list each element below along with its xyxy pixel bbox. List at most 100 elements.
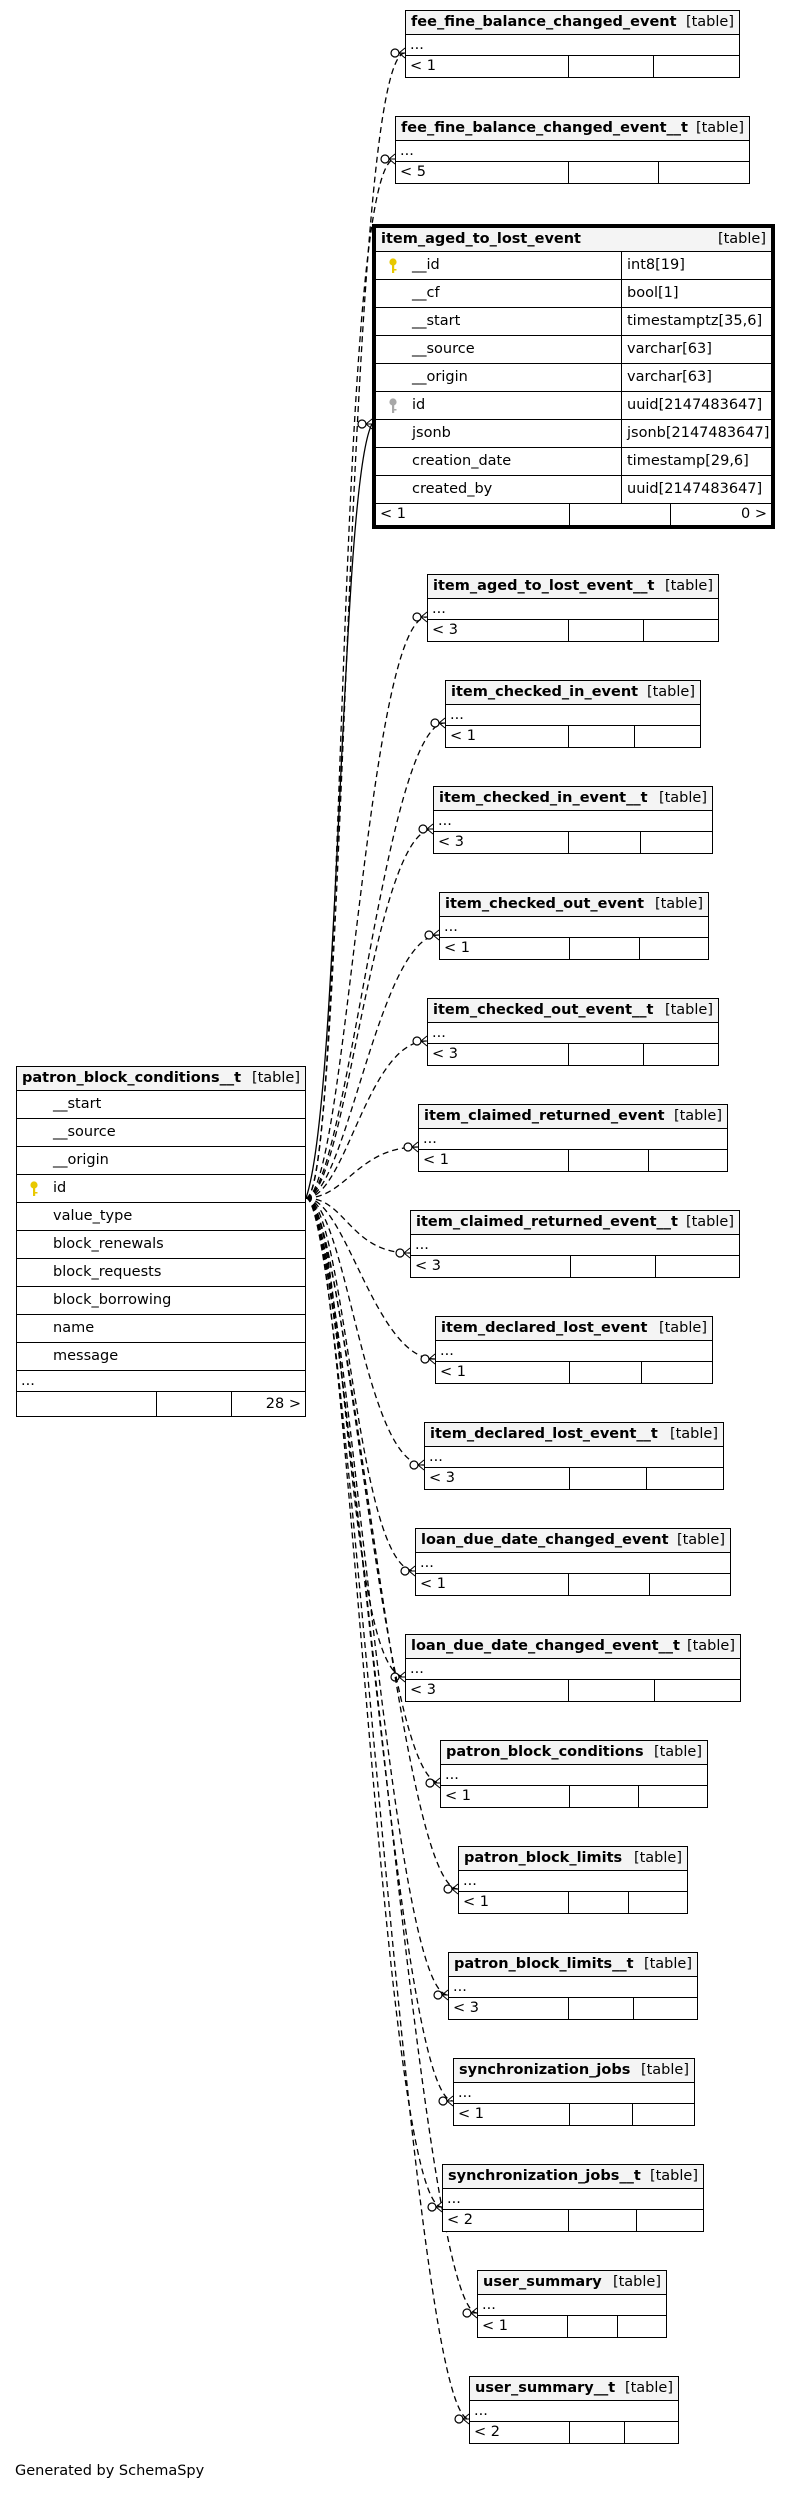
relationship-marker	[400, 1566, 410, 1576]
related-table[interactable]: patron_block_limits[table]...< 1	[458, 1846, 688, 1914]
related-footer-left: < 1	[463, 1894, 489, 1910]
crowfoot-mark	[403, 1247, 411, 1259]
related-table[interactable]: item_checked_in_event[table]...< 1	[445, 680, 701, 748]
related-table[interactable]: fee_fine_balance_changed_event__t[table]…	[395, 116, 750, 184]
related-table[interactable]: patron_block_limits__t[table]...< 3	[448, 1952, 698, 2020]
related-table[interactable]: item_checked_out_event[table]...< 1	[439, 892, 709, 960]
related-table-type: [table]	[673, 1108, 722, 1124]
related-table[interactable]: loan_due_date_changed_event[table]...< 1	[415, 1528, 731, 1596]
relationship-marker	[420, 1354, 430, 1364]
related-table[interactable]: item_aged_to_lost_event__t[table]...< 3	[427, 574, 719, 642]
related-table-name: item_claimed_returned_event	[424, 1108, 665, 1124]
column-name-text: id	[412, 397, 426, 413]
related-table[interactable]: user_summary[table]...< 1	[477, 2270, 667, 2338]
related-table[interactable]: item_checked_in_event__t[table]...< 3	[433, 786, 713, 854]
column-name: value_type	[17, 1203, 305, 1230]
left-column-row: id	[17, 1175, 305, 1203]
related-table-header: item_checked_in_event[table]	[446, 681, 700, 705]
crowfoot-mark	[365, 418, 373, 430]
related-table[interactable]: item_declared_lost_event__t[table]...< 3	[424, 1422, 724, 1490]
crowfoot-mark	[420, 1035, 428, 1047]
related-table[interactable]: patron_block_conditions[table]...< 1	[440, 1740, 708, 1808]
related-table-footer: < 1	[406, 56, 739, 77]
primary-key-icon	[389, 258, 397, 273]
related-table[interactable]: loan_due_date_changed_event__t[table]...…	[405, 1634, 741, 1702]
related-table-ellipsis: ...	[406, 1659, 740, 1680]
related-footer-left: < 1	[440, 1364, 466, 1380]
relationship-marker	[430, 718, 440, 728]
column-name: __origin	[17, 1147, 305, 1174]
related-table[interactable]: item_claimed_returned_event__t[table]...…	[410, 1210, 740, 1278]
crowfoot-mark	[433, 1777, 441, 1789]
related-table[interactable]: synchronization_jobs[table]...< 1	[453, 2058, 695, 2126]
left-table[interactable]: patron_block_conditions__t [table] __sta…	[16, 1066, 306, 1417]
generated-by-footer: Generated by SchemaSpy	[15, 2463, 205, 2479]
crowfoot-mark	[435, 2201, 443, 2213]
primary-key-icon	[30, 1181, 38, 1196]
related-footer-left: < 1	[450, 728, 476, 744]
related-footer-left: < 1	[423, 1152, 449, 1168]
left-column-row: message	[17, 1343, 305, 1371]
related-table-type: [table]	[685, 1214, 734, 1230]
related-table[interactable]: item_checked_out_event__t[table]... < 3	[427, 998, 719, 1066]
related-table-header: item_checked_out_event__t[table]	[428, 999, 718, 1023]
relationship-line	[305, 1197, 436, 1360]
related-table-name: item_checked_out_event__t	[433, 1002, 654, 1018]
related-table-footer: < 3	[411, 1256, 739, 1277]
related-table-type: [table]	[676, 1532, 725, 1548]
related-table-type: [table]	[633, 1850, 682, 1866]
related-footer-left: < 3	[410, 1682, 436, 1698]
related-table-footer: < 1	[459, 1892, 687, 1913]
related-table-name: item_aged_to_lost_event__t	[433, 578, 655, 594]
related-table-header: item_checked_in_event__t[table]	[434, 787, 712, 811]
column-type: int8[19]	[621, 252, 771, 279]
relationship-line	[305, 1146, 419, 1199]
related-table[interactable]: item_declared_lost_event[table]...< 1	[435, 1316, 713, 1384]
related-table-name: item_checked_in_event__t	[439, 790, 648, 806]
crowfoot-mark	[438, 717, 446, 729]
left-column-row: block_requests	[17, 1259, 305, 1287]
related-footer-left: < 1	[482, 2318, 508, 2334]
related-table-footer: < 1	[441, 1786, 707, 1807]
related-footer-left: < 5	[400, 164, 426, 180]
related-table-header: patron_block_limits__t[table]	[449, 1953, 697, 1977]
column-name-text: __start	[412, 313, 461, 329]
related-table[interactable]: fee_fine_balance_changed_event[table]...…	[405, 10, 740, 78]
related-table-ellipsis: ...	[419, 1129, 727, 1150]
relationship-marker	[424, 930, 434, 940]
related-table-header: item_declared_lost_event[table]	[436, 1317, 712, 1341]
related-table-name: item_checked_in_event	[451, 684, 639, 700]
left-table-footer: 28 >	[17, 1392, 305, 1416]
column-name-text: created_by	[412, 481, 493, 497]
related-table-name: patron_block_limits__t	[454, 1956, 634, 1972]
column-name: block_requests	[17, 1259, 305, 1286]
focus-table-type: [table]	[717, 231, 766, 247]
related-footer-left: < 2	[474, 2424, 500, 2440]
relationship-line	[305, 934, 440, 1199]
related-table-ellipsis: ...	[434, 811, 712, 832]
relationship-line	[305, 1197, 441, 1784]
crowfoot-mark	[388, 153, 396, 165]
column-type: varchar[63]	[621, 364, 771, 391]
focus-relationship-marker	[357, 419, 367, 429]
column-type: jsonb[2147483647]	[621, 420, 771, 447]
related-footer-left: < 3	[432, 1046, 458, 1062]
related-table[interactable]: synchronization_jobs__t[table]...< 2	[442, 2164, 704, 2232]
related-table-ellipsis: ...	[428, 1023, 718, 1044]
related-table-name: user_summary	[483, 2274, 602, 2290]
relationship-marker	[462, 2308, 472, 2318]
related-table[interactable]: user_summary__t[table]...< 2	[469, 2376, 679, 2444]
focus-table-footer: < 1 0 >	[376, 504, 771, 525]
related-table-header: loan_due_date_changed_event__t[table]	[406, 1635, 740, 1659]
crowfoot-mark	[411, 1141, 419, 1153]
left-column-row: __start	[17, 1091, 305, 1119]
related-table-footer: < 3	[406, 1680, 740, 1701]
column-name-text: jsonb	[412, 425, 451, 441]
relationship-line	[305, 1197, 416, 1572]
related-table-type: [table]	[686, 1638, 735, 1654]
related-table[interactable]: item_claimed_returned_event [table]... < 1	[418, 1104, 728, 1172]
related-table-name: item_claimed_returned_event__t	[416, 1214, 678, 1230]
